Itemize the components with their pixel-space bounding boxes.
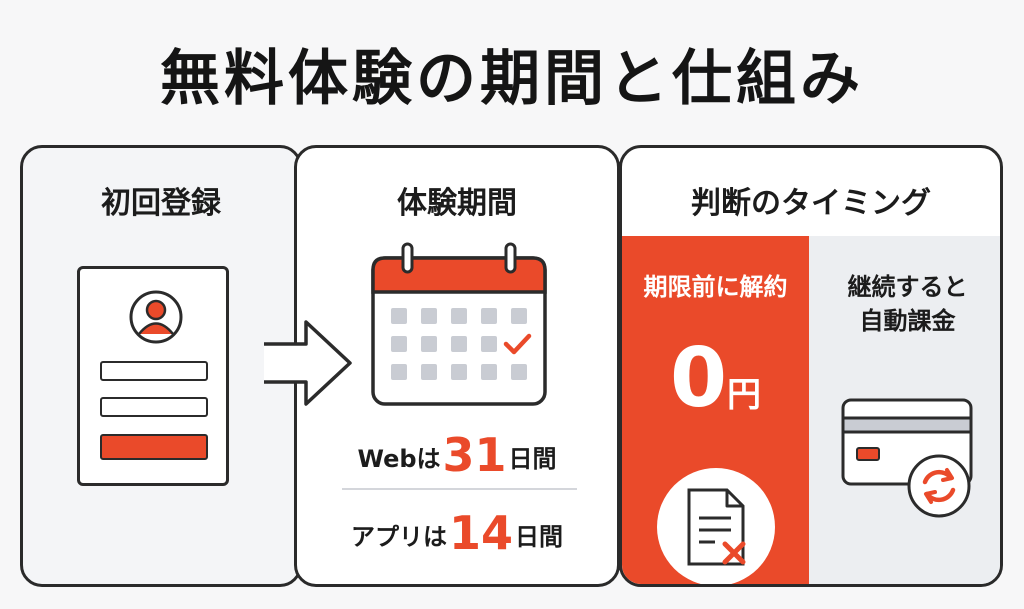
name-field-illustration — [100, 361, 208, 381]
signup-form-illustration — [77, 266, 229, 486]
arrow-right-icon — [264, 320, 352, 406]
email-field-illustration — [100, 397, 208, 417]
step-registration-title: 初回登録 — [101, 186, 221, 221]
auto-billing-box: 継続すると 自動課金 — [809, 236, 1000, 584]
document-cancel-icon — [657, 468, 775, 584]
user-icon — [129, 290, 183, 344]
step-trial-title: 体験期間 — [397, 186, 517, 221]
credit-card-icon — [841, 398, 973, 518]
app-trial-period: アプリは14日間 — [350, 506, 563, 560]
step-decision-title: 判断のタイミング — [691, 186, 931, 221]
step-registration-panel: 初回登録 — [20, 145, 302, 587]
step-decision-panel: 判断のタイミング 期限前に解約 0円 継続すると 自動課金 — [619, 145, 1003, 587]
continue-label: 継続すると 自動課金 — [847, 273, 968, 335]
web-trial-period: Webは31日間 — [357, 428, 557, 482]
free-price: 0円 — [669, 331, 762, 426]
cancel-before-deadline-box: 期限前に解約 0円 — [622, 236, 809, 584]
step-trial-panel: 体験期間 Webは31日間 アプリは14日間 — [294, 145, 620, 587]
divider — [342, 488, 577, 490]
checkmark-icon — [503, 333, 532, 355]
page-title: 無料体験の期間と仕組み — [160, 44, 864, 114]
renew-icon — [907, 454, 971, 518]
submit-button-illustration — [100, 434, 208, 460]
calendar-icon — [371, 242, 547, 406]
cancel-label: 期限前に解約 — [643, 273, 788, 301]
